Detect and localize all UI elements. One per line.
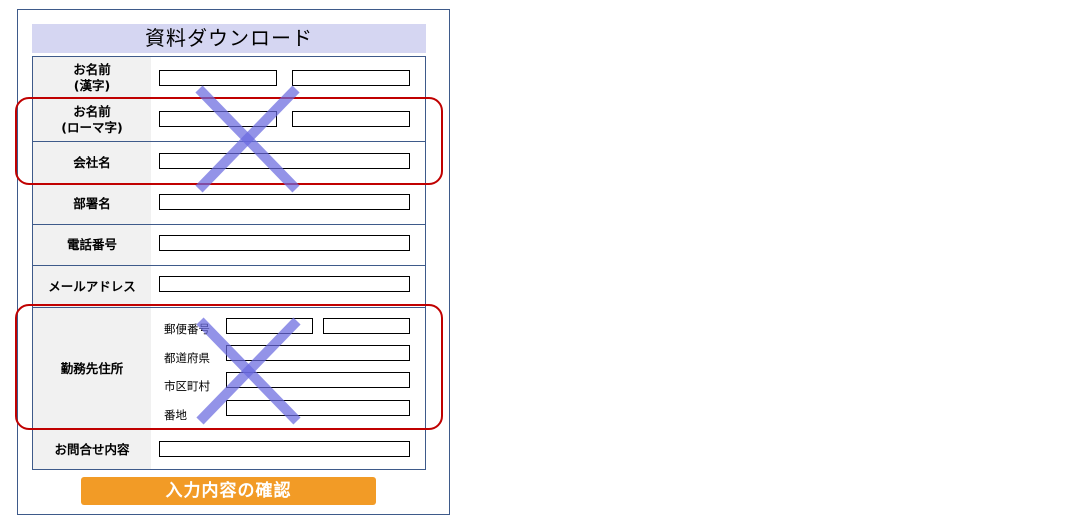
form-title: 資料ダウンロード: [32, 24, 426, 53]
first-name-romaji-input[interactable]: [292, 111, 410, 127]
prefecture-label: 都道府県: [164, 351, 210, 365]
highlight-box-name-company: [15, 97, 443, 185]
city-label: 市区町村: [164, 379, 210, 393]
postal-code-second-input[interactable]: [323, 318, 410, 334]
row-divider: [33, 224, 425, 225]
label-address: 勤務先住所: [33, 308, 151, 429]
row-department: 部署名: [33, 184, 425, 224]
label-name-romaji: お名前 (ローマ字): [33, 99, 151, 141]
department-input[interactable]: [159, 194, 410, 210]
label-name-kanji: お名前 (漢字): [33, 57, 151, 98]
cross-mark-upper-stroke-2: [195, 85, 300, 193]
street-input[interactable]: [226, 400, 410, 416]
confirm-button[interactable]: 入力内容の確認: [81, 477, 376, 505]
row-divider: [33, 307, 425, 308]
street-label: 番地: [164, 408, 187, 422]
row-name-romaji: お名前 (ローマ字): [33, 99, 425, 141]
label-inquiry: お問合せ内容: [33, 430, 151, 469]
last-name-kanji-input[interactable]: [159, 70, 277, 86]
row-divider: [33, 141, 425, 142]
row-phone: 電話番号: [33, 225, 425, 265]
city-input[interactable]: [226, 372, 410, 388]
cross-mark-lower-stroke-2: [196, 317, 301, 425]
row-email: メールアドレス: [33, 266, 425, 307]
label-phone: 電話番号: [33, 225, 151, 265]
row-name-kanji: お名前 (漢字): [33, 57, 425, 98]
email-input[interactable]: [159, 276, 410, 292]
label-email: メールアドレス: [33, 266, 151, 307]
first-name-kanji-input[interactable]: [292, 70, 410, 86]
label-company: 会社名: [33, 142, 151, 183]
highlight-box-address: [15, 304, 443, 430]
row-inquiry: お問合せ内容: [33, 430, 425, 469]
row-divider: [33, 265, 425, 266]
label-department: 部署名: [33, 184, 151, 224]
inquiry-input[interactable]: [159, 441, 410, 457]
phone-input[interactable]: [159, 235, 410, 251]
